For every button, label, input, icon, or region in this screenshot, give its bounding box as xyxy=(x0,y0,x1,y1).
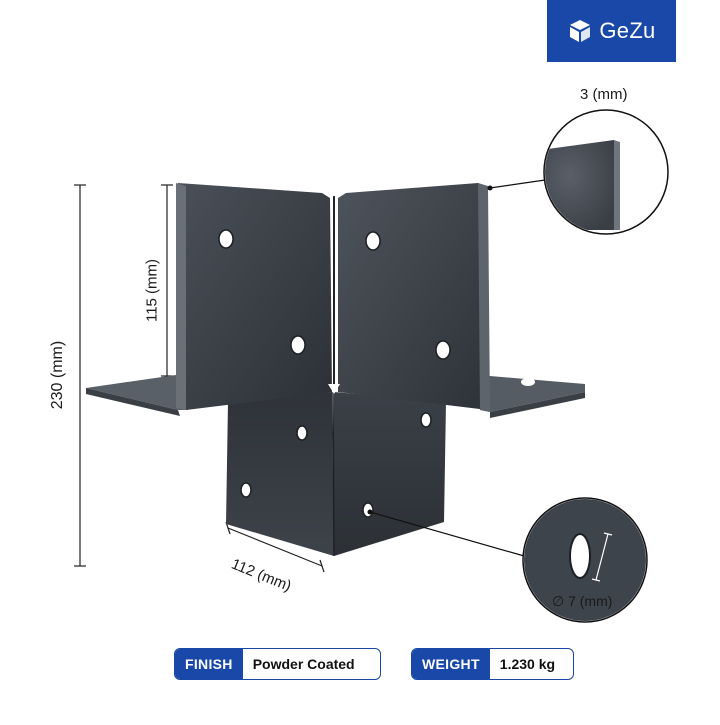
upper-height-label: 115 (mm) xyxy=(143,258,161,323)
cube-logo-icon xyxy=(570,20,591,42)
thickness-callout xyxy=(487,109,669,235)
brand-name: GeZu xyxy=(599,18,656,43)
finish-value: Powder Coated xyxy=(252,656,355,672)
brand-logo: GeZu xyxy=(547,0,676,62)
hole-diameter-label: ∅ 7 (mm) xyxy=(552,593,613,609)
hole-callout xyxy=(367,497,648,623)
flange-hole xyxy=(521,378,535,386)
bracket xyxy=(86,183,585,557)
weight-value: 1.230 kg xyxy=(499,656,556,672)
weight-spec: WEIGHT 1.230 kg xyxy=(411,648,574,680)
lower-box-right xyxy=(334,392,446,556)
height-dimension-line xyxy=(74,184,86,567)
weight-label: WEIGHT xyxy=(412,649,490,679)
upper-left-panel xyxy=(178,183,332,410)
total-height-label: 230 (mm) xyxy=(49,340,66,410)
lower-box-left xyxy=(226,392,334,556)
finish-label: FINISH xyxy=(175,649,243,679)
upper-height-dimension-line xyxy=(161,184,173,377)
left-flange xyxy=(86,375,188,410)
bolt-holes xyxy=(218,229,451,518)
upper-right-panel xyxy=(338,183,488,410)
thickness-label: 3 (mm) xyxy=(580,86,628,103)
right-flange xyxy=(478,375,585,412)
finish-spec: FINISH Powder Coated xyxy=(174,648,381,680)
